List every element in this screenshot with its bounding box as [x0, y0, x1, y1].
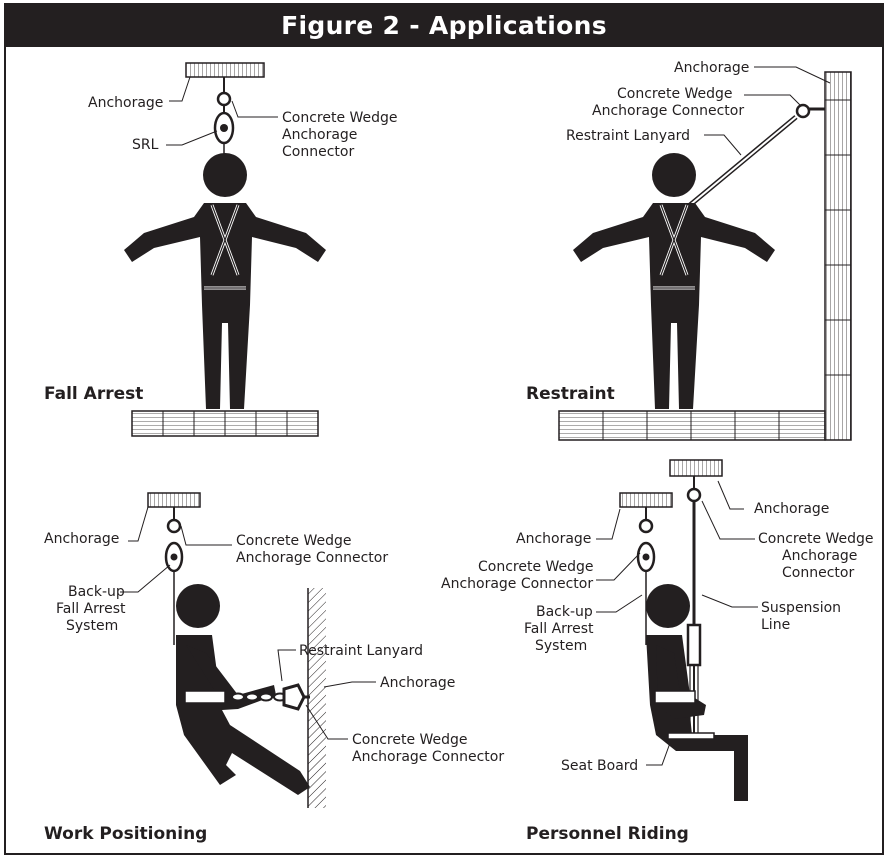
label-connector-line2: Anchorage: [282, 127, 357, 143]
label-connector-line2: Anchorage Connector: [592, 103, 744, 119]
panel-personnel-riding: Anchorage Anchorage Concrete Wedge Ancho…: [441, 459, 874, 844]
label-backup-line1: Back-up: [536, 604, 593, 620]
panel-title-fall-arrest: Fall Arrest: [44, 384, 143, 404]
label-anchorage: Anchorage: [674, 60, 749, 76]
panel-title-restraint: Restraint: [526, 384, 615, 404]
panel-work-positioning: Anchorage Concrete Wedge Anchorage Conne…: [44, 492, 504, 844]
ground-platform: [558, 410, 826, 441]
anchorage-connector-icon: [795, 103, 811, 119]
label-backup-line2: Fall Arrest: [56, 601, 126, 617]
panel-title-personnel-riding: Personnel Riding: [526, 824, 689, 844]
label-anchorage: Anchorage: [44, 531, 119, 547]
panel-restraint: Anchorage Concrete Wedge Anchorage Conne…: [526, 60, 852, 441]
worker-figure: [646, 584, 748, 801]
label-connector-line1: Concrete Wedge: [236, 533, 352, 549]
anchorage-connector-icon: [216, 91, 232, 107]
wall-column: [824, 71, 852, 441]
descender-icon: [686, 623, 702, 667]
anchorage-beam-left: [619, 492, 673, 508]
worker-figure: [573, 153, 775, 409]
label-right-connector-line2: Anchorage: [782, 548, 857, 564]
label-backup-line3: System: [66, 618, 118, 634]
label-connector-line3: Connector: [282, 144, 354, 160]
anchorage-connector-icon-right: [686, 487, 702, 503]
label-suspension-line1: Suspension: [761, 600, 841, 616]
worker-figure: [124, 153, 326, 409]
anchorage-connector-icon: [638, 518, 654, 534]
applications-diagram: Anchorage Concrete Wedge Anchorage Conne…: [44, 60, 874, 844]
label-backup-line1: Back-up: [68, 584, 125, 600]
anchorage-beam: [147, 492, 201, 508]
panel-fall-arrest: Anchorage Concrete Wedge Anchorage Conne…: [44, 62, 398, 437]
label-srl: SRL: [132, 137, 159, 153]
anchorage-beam-right: [669, 459, 723, 477]
label-right-connector-line3: Connector: [782, 565, 854, 581]
label-connector-line1: Concrete Wedge: [617, 86, 733, 102]
label-left-connector-line2: Anchorage Connector: [441, 576, 593, 592]
anchorage-connector-icon: [166, 518, 182, 534]
figure-title: Figure 2 - Applications: [6, 5, 882, 47]
label-suspension-line2: Line: [761, 617, 790, 633]
label-anchorage-wall: Anchorage: [380, 675, 455, 691]
label-wall-connector-line2: Anchorage Connector: [352, 749, 504, 765]
label-backup-line3: System: [535, 638, 587, 654]
wall-hatch: [308, 588, 326, 808]
concrete-wedge-connector-icon: [282, 683, 306, 711]
label-backup-line2: Fall Arrest: [524, 621, 594, 637]
figure-frame: Figure 2 - Applications: [4, 3, 884, 855]
anchorage-beam: [185, 62, 265, 78]
label-anchorage-left: Anchorage: [516, 531, 591, 547]
label-anchorage-right: Anchorage: [754, 501, 829, 517]
label-connector-line2: Anchorage Connector: [236, 550, 388, 566]
label-anchorage: Anchorage: [88, 95, 163, 111]
panel-title-work-positioning: Work Positioning: [44, 824, 207, 844]
seat-board: [667, 732, 715, 740]
label-left-connector-line1: Concrete Wedge: [478, 559, 594, 575]
label-restraint-lanyard: Restraint Lanyard: [566, 128, 690, 144]
label-seat-board: Seat Board: [561, 758, 638, 774]
label-restraint-lanyard: Restraint Lanyard: [299, 643, 423, 659]
label-wall-connector-line1: Concrete Wedge: [352, 732, 468, 748]
label-connector-line1: Concrete Wedge: [282, 110, 398, 126]
label-right-connector-line1: Concrete Wedge: [758, 531, 874, 547]
